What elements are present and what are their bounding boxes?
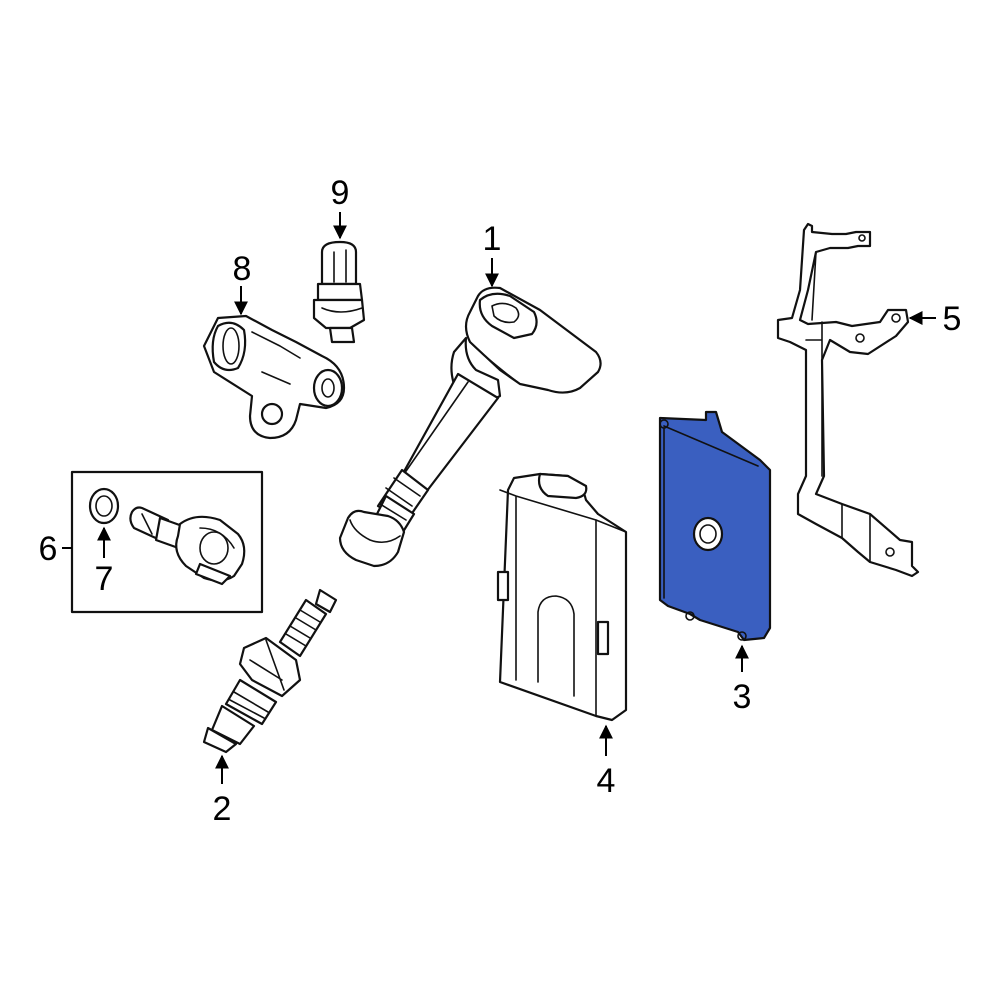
- callout-5[interactable]: 5: [943, 300, 962, 338]
- callout-9[interactable]: 9: [331, 174, 350, 212]
- leader-lines: [62, 212, 936, 784]
- part-mounting-bracket[interactable]: [776, 222, 920, 578]
- part-engine-control-module[interactable]: [658, 410, 772, 642]
- callout-labels: 9 8 1 5 6 7 3 4 2: [39, 174, 962, 828]
- part-module-cover[interactable]: [496, 472, 628, 722]
- callout-3[interactable]: 3: [733, 678, 752, 716]
- part-pressure-sensor[interactable]: [129, 506, 246, 586]
- callout-1[interactable]: 1: [483, 220, 502, 258]
- callout-7[interactable]: 7: [95, 560, 114, 598]
- callout-2[interactable]: 2: [213, 790, 232, 828]
- part-ignition-coil[interactable]: [338, 286, 602, 568]
- callout-4[interactable]: 4: [597, 762, 616, 800]
- part-camshaft-position-sensor[interactable]: [202, 314, 346, 440]
- part-spark-plug[interactable]: [202, 588, 338, 754]
- part-o-ring[interactable]: [88, 487, 120, 525]
- callout-8[interactable]: 8: [233, 250, 252, 288]
- part-knock-sensor[interactable]: [312, 240, 366, 344]
- callout-6[interactable]: 6: [39, 530, 58, 568]
